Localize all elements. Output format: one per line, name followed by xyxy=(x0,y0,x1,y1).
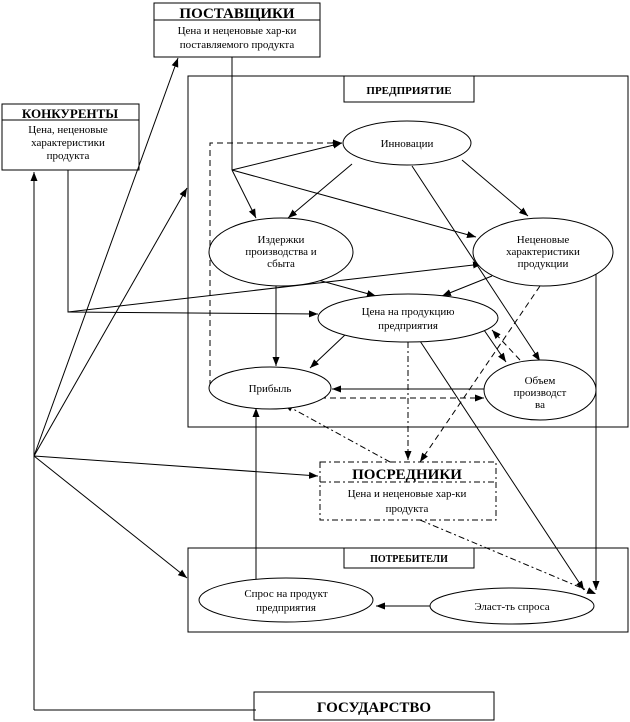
elasticity-label: Эласт-ть спроса xyxy=(474,601,549,613)
arrow-intermediaries-to-elasticity-dashdot xyxy=(419,519,597,595)
arrow-costs-to-price xyxy=(317,279,377,297)
innovations-label: Инновации xyxy=(381,138,434,150)
suppliers-box: ПОСТАВЩИКИ Цена и неценовые хар-ки поста… xyxy=(153,2,321,58)
suppliers-line2: поставляемого продукта xyxy=(180,39,295,51)
nonprice-line1: Неценовые xyxy=(517,234,570,246)
connectors xyxy=(30,57,600,711)
arrow-nonprice-to-price xyxy=(441,275,493,297)
enterprise-title: ПРЕДПРИЯТИЕ xyxy=(366,85,451,97)
arrow-nonprice-to-intermediaries-dashed xyxy=(419,285,541,463)
intermediaries-line1: Цена и неценовые хар-ки xyxy=(348,488,467,500)
competitors-line3: продукта xyxy=(47,150,90,162)
suppliers-line1: Цена и неценовые хар-ки xyxy=(178,25,297,37)
state-box: ГОСУДАРСТВО xyxy=(253,691,495,721)
arrow-suppliers-to-nonprice xyxy=(231,169,477,238)
node-price: Цена на продукцию предприятия xyxy=(317,293,499,343)
costs-line1: Издержки xyxy=(258,234,305,246)
arrow-suppliers-to-innovations xyxy=(231,141,343,171)
volume-line3: ва xyxy=(535,399,545,411)
profit-label: Прибыль xyxy=(249,383,292,395)
arrow-state-to-consumers xyxy=(33,455,188,579)
arrow-state-to-suppliers xyxy=(33,57,179,457)
demand-line2: предприятия xyxy=(256,602,316,614)
arrow-price-to-profit xyxy=(309,333,347,369)
arrow-innovations-to-costs xyxy=(287,163,353,219)
node-costs: Издержки производства и сбыта xyxy=(208,217,354,287)
costs-line3: сбыта xyxy=(267,258,295,270)
arrow-state-to-enterprise xyxy=(33,187,188,457)
arrow-suppliers-to-costs xyxy=(231,169,257,219)
consumers-title: ПОТРЕБИТЕЛИ xyxy=(370,554,448,565)
arrow-innovations-to-nonprice xyxy=(461,159,529,217)
competitors-title: КОНКУРЕНТЫ xyxy=(22,106,118,121)
intermediaries-box: ПОСРЕДНИКИ Цена и неценовые хар-ки проду… xyxy=(319,461,497,521)
arrow-competitors-to-nonprice xyxy=(67,261,483,313)
node-elasticity: Эласт-ть спроса xyxy=(429,587,595,625)
competitors-line1: Цена, неценовые xyxy=(28,124,108,136)
arrow-price-to-elasticity xyxy=(419,340,585,591)
arrow-profit-to-innovations-dashed xyxy=(209,139,342,386)
intermediaries-title: ПОСРЕДНИКИ xyxy=(352,467,462,483)
volume-line1: Объем xyxy=(525,375,556,387)
nonprice-line3: продукции xyxy=(518,258,569,270)
arrow-innovations-to-volume xyxy=(411,165,541,362)
volume-line2: производст xyxy=(514,387,567,399)
intermediaries-line2: продукта xyxy=(386,503,429,515)
node-nonprice: Неценовые характеристики продукции xyxy=(472,217,614,287)
node-demand: Спрос на продукт предприятия xyxy=(198,577,374,623)
costs-line2: производства и xyxy=(245,246,316,258)
price-line2: предприятия xyxy=(378,320,438,332)
demand-line1: Спрос на продукт xyxy=(244,588,328,600)
competitors-box: КОНКУРЕНТЫ Цена, неценовые характеристик… xyxy=(1,103,140,171)
node-profit: Прибыль xyxy=(208,366,332,410)
suppliers-title: ПОСТАВЩИКИ xyxy=(179,6,294,22)
arrow-price-to-volume xyxy=(483,329,507,363)
arrow-volume-to-price-dashed xyxy=(491,329,521,361)
nonprice-line2: характеристики xyxy=(506,246,580,258)
node-volume: Объем производст ва xyxy=(483,359,597,421)
state-title: ГОСУДАРСТВО xyxy=(317,700,431,716)
price-line1: Цена на продукцию xyxy=(362,306,455,318)
arrow-state-to-intermediaries xyxy=(33,455,319,479)
competitors-line2: характеристики xyxy=(31,137,105,149)
arrow-intermediaries-to-profit-dashdot xyxy=(283,403,391,463)
node-innovations: Инновации xyxy=(342,120,472,166)
